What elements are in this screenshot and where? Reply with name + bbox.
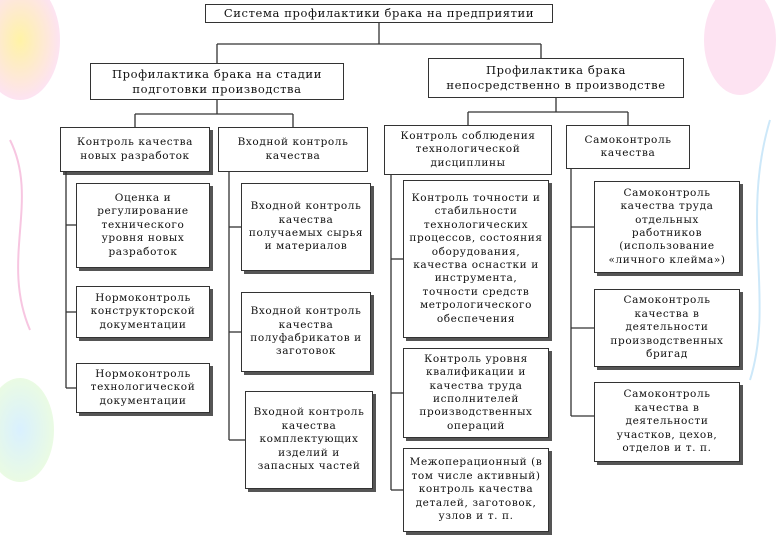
col3-process-accuracy-box: Контроль точности и стабильности техноло… xyxy=(403,180,549,338)
col3-qualification-box: Контроль уровня квалификации и качества … xyxy=(403,348,549,438)
col4-brigades-box: Самоконтроль качества в деятельности про… xyxy=(594,289,740,367)
col2-semi-finished-box: Входной контроль качества полуфабрикатов… xyxy=(241,292,371,372)
category-new-developments-box: Контроль качества новых разработок xyxy=(60,127,210,172)
branch-preparation-box: Профилактика брака на стадии подготовки … xyxy=(90,63,344,100)
col1-tech-level-box: Оценка и регулирование технического уров… xyxy=(76,183,210,268)
col2-components-box: Входной контроль качества комплектующих … xyxy=(245,391,373,489)
category-self-control-box: Самоконтроль качества xyxy=(566,125,690,169)
branch-production-box: Профилактика брака непосредственно в про… xyxy=(428,58,684,98)
root-box: Система профилактики брака на предприяти… xyxy=(205,4,553,23)
col1-design-normcontrol-box: Нормоконтроль конструкторской документац… xyxy=(76,286,210,338)
category-tech-discipline-box: Контроль соблюдения технологической дисц… xyxy=(384,125,552,175)
col4-individual-workers-box: Самоконтроль качества труда отдельных ра… xyxy=(594,181,740,273)
category-incoming-control-box: Входной контроль качества xyxy=(218,127,368,172)
col1-tech-normcontrol-box: Нормоконтроль технологической документац… xyxy=(76,363,210,413)
col4-sections-box: Самоконтроль качества в деятельности уча… xyxy=(594,382,740,462)
col2-raw-materials-box: Входной контроль качества получаемых сыр… xyxy=(241,183,371,271)
col3-interoperation-box: Межоперационный (в том числе активный) к… xyxy=(403,448,549,532)
